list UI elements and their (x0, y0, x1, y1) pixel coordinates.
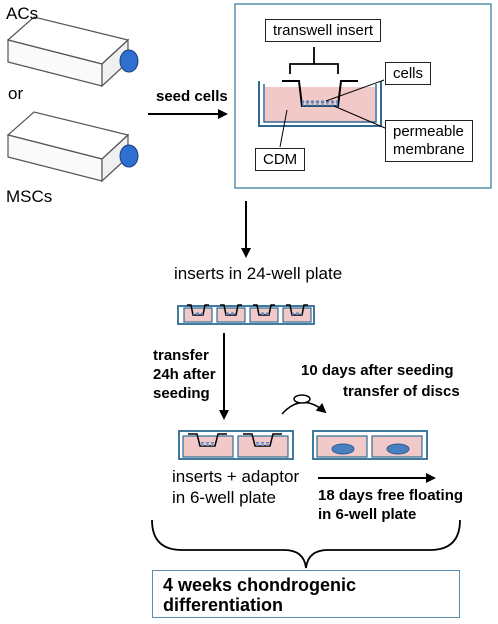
bottom-brace (151, 519, 461, 569)
label-transfer-of-discs: transfer of discs (343, 383, 460, 400)
label-transwell-insert: transwell insert (265, 19, 382, 42)
label-inserts-24: inserts in 24-well plate (174, 264, 343, 283)
label-free-floating-2: in 6-well plate (318, 506, 417, 524)
final-line-1: 4 weeks chondrogenic (163, 575, 357, 595)
label-free-floating: 18 days free floating in 6-well plate (318, 486, 463, 524)
callout-cells (325, 79, 385, 102)
label-acs: ACs (6, 4, 39, 23)
label-seed-cells: seed cells (156, 88, 228, 105)
label-cdm: CDM (255, 148, 306, 171)
label-inserts-adaptor-2: in 6-well plate (172, 487, 276, 507)
flask-icon-mscs (6, 111, 139, 183)
well-6-disc-2 (371, 435, 423, 458)
callout-cdm (279, 109, 288, 148)
label-free-floating-1: 18 days free floating (318, 487, 464, 504)
disc-icon (293, 394, 311, 404)
label-transfer-2: 24h after (153, 366, 216, 384)
well-24-4 (282, 304, 312, 323)
label-membrane: membrane (393, 141, 465, 158)
label-ten-days: 10 days after seeding (301, 362, 454, 379)
label-or: or (8, 84, 24, 103)
well-6-insert-2 (237, 433, 289, 458)
plate-6-well-inserts (178, 430, 294, 460)
plate-24-well (177, 304, 315, 325)
well-6-insert-1 (182, 433, 234, 458)
label-cells: cells (385, 62, 432, 85)
insert-brace (289, 47, 339, 74)
label-mscs: MSCs (6, 187, 53, 206)
label-permeable: permeable (393, 123, 464, 140)
plate-6-well-floating (312, 430, 428, 460)
well-24-3 (249, 304, 279, 323)
label-transfer-1: transfer (153, 347, 209, 364)
final-differentiation-box: 4 weeks chondrogenic differentiation (152, 570, 460, 618)
disc-transfer-arrow (281, 394, 327, 415)
final-line-2: differentiation (163, 595, 283, 616)
label-inserts-adaptor: inserts + adaptor in 6-well plate (172, 467, 299, 508)
label-transfer: transfer 24h after seeding (153, 346, 216, 403)
label-permeable-membrane: permeable membrane (385, 120, 473, 162)
flask-icon-acs (6, 16, 139, 88)
well-24-1 (183, 304, 213, 323)
label-transfer-3: seeding (153, 385, 210, 403)
label-inserts-adaptor-1: inserts + adaptor (172, 467, 300, 486)
well-24-2 (216, 304, 246, 323)
callout-membrane (333, 105, 386, 129)
well-6-disc-1 (316, 435, 368, 458)
